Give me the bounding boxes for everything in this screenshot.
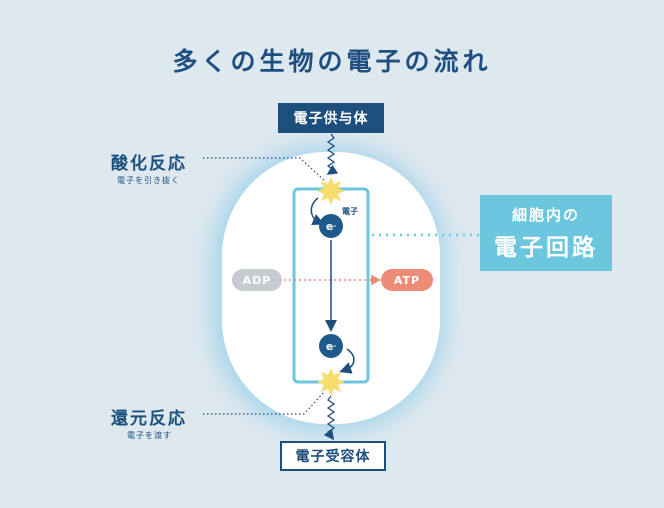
reduction-burst-icon xyxy=(317,368,345,396)
oxidation-burst-icon xyxy=(317,177,345,205)
electron-acceptor-box: 電子受容体 xyxy=(280,441,386,471)
reduction-label: 還元反応 xyxy=(111,409,187,429)
oxidation-connector xyxy=(203,157,327,183)
reduction-connector xyxy=(203,391,325,415)
electron-top: e- xyxy=(319,214,343,238)
reduction-sublabel: 電子を渡す xyxy=(127,431,172,440)
acceptor-squiggle xyxy=(323,395,336,441)
electron-tag: 電子 xyxy=(342,207,358,216)
atp-pill: ATP xyxy=(381,269,433,291)
donor-squiggle xyxy=(326,133,339,175)
page-title: 多くの生物の電子の流れ xyxy=(172,47,492,76)
oxidation-label: 酸化反応 xyxy=(111,154,187,174)
top-curve-arrow xyxy=(310,197,325,226)
electron-donor-box: 電子供与体 xyxy=(278,103,384,133)
oxidation-sublabel: 電子を引き抜く xyxy=(117,176,180,185)
circuit-line1: 細胞内の xyxy=(511,206,580,224)
cell-circuit-box: 細胞内の 電子回路 xyxy=(480,195,612,271)
electron-bottom: e- xyxy=(319,334,343,358)
adp-pill: ADP xyxy=(232,269,282,291)
circuit-line2: 電子回路 xyxy=(494,235,598,261)
bottom-curve-arrow xyxy=(339,348,355,374)
